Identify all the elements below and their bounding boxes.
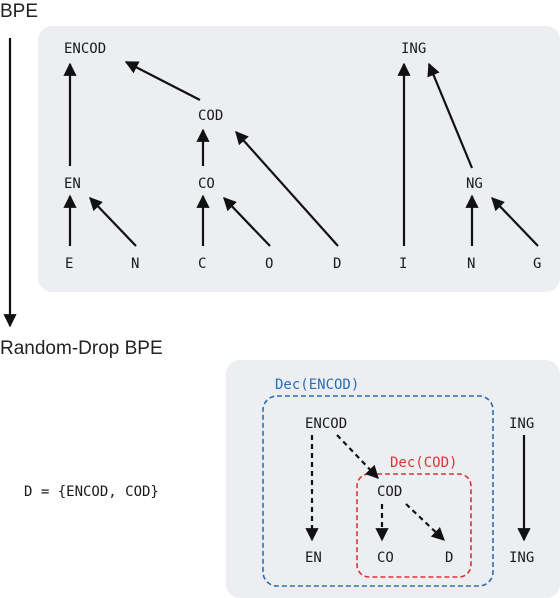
dec-node-encod: ENCOD xyxy=(305,416,347,432)
drop-set-label: D = {ENCOD, COD} xyxy=(24,484,159,500)
node-en: EN xyxy=(64,176,81,192)
node-encod: ENCOD xyxy=(64,41,106,57)
leaf-n: N xyxy=(131,256,139,272)
dec-cod-box xyxy=(356,473,472,578)
edge-cod-encod xyxy=(124,61,201,101)
dec-node-ing-bottom: ING xyxy=(509,550,534,566)
dec-node-en: EN xyxy=(305,550,322,566)
edge-encod-cod xyxy=(336,434,379,479)
node-cod: COD xyxy=(198,108,223,124)
node-ing: ING xyxy=(401,41,426,57)
node-co: CO xyxy=(198,176,215,192)
leaf-e: E xyxy=(65,256,73,272)
edge-o-co xyxy=(223,197,271,247)
dec-cod-label: Dec(COD) xyxy=(390,455,457,471)
dec-node-co: CO xyxy=(377,550,394,566)
edge-g-ng xyxy=(491,197,539,247)
leaf-o: O xyxy=(265,256,273,272)
edge-d-cod xyxy=(235,131,339,247)
dec-node-ing-top: ING xyxy=(509,416,534,432)
dec-encod-box xyxy=(262,395,494,587)
edge-n-en xyxy=(89,197,137,247)
leaf-n2: N xyxy=(467,256,475,272)
leaf-d: D xyxy=(333,256,341,272)
leaf-c: C xyxy=(198,256,206,272)
leaf-i: I xyxy=(399,256,407,272)
random-drop-title: Random-Drop BPE xyxy=(0,338,163,359)
leaf-g: G xyxy=(533,256,541,272)
dec-node-d: D xyxy=(445,550,453,566)
bpe-panel xyxy=(38,26,560,292)
bpe-title: BPE xyxy=(0,1,38,22)
dec-node-cod: COD xyxy=(377,484,402,500)
node-ng: NG xyxy=(466,176,483,192)
dec-encod-label: Dec(ENCOD) xyxy=(275,377,359,393)
edge-ng-ing xyxy=(427,62,474,169)
